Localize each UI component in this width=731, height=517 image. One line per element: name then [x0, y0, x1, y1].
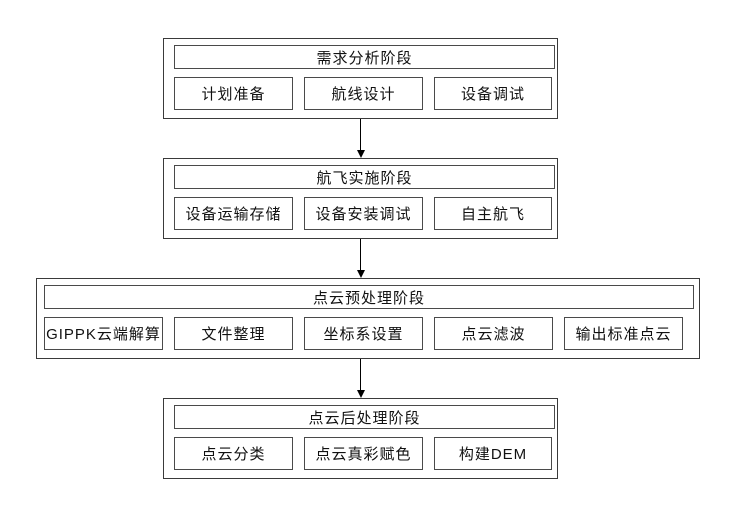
flow-arrow-down-icon: [353, 119, 368, 158]
step-equipment-installation-debugging: 设备安装调试: [304, 197, 423, 230]
step-gippk-cloud-solution: GIPPK云端解算: [44, 317, 163, 350]
stage-title-requirements-analysis: 需求分析阶段: [174, 45, 555, 69]
stage-flight-implementation: 航飞实施阶段 设备运输存储 设备安装调试 自主航飞: [163, 158, 558, 239]
step-equipment-debugging: 设备调试: [434, 77, 552, 110]
arrow-shaft: [359, 119, 362, 150]
step-autonomous-flight: 自主航飞: [434, 197, 552, 230]
flow-arrow-down-icon: [353, 239, 368, 278]
step-equipment-transport-storage: 设备运输存储: [174, 197, 293, 230]
step-point-cloud-classification: 点云分类: [174, 437, 293, 470]
stage-point-cloud-postprocessing: 点云后处理阶段 点云分类 点云真彩赋色 构建DEM: [163, 398, 558, 479]
step-output-standard-point-cloud: 输出标准点云: [564, 317, 683, 350]
arrow-shaft: [359, 239, 362, 270]
arrow-head: [356, 150, 365, 158]
stage-point-cloud-preprocessing: 点云预处理阶段 GIPPK云端解算 文件整理 坐标系设置 点云滤波 输出标准点云: [36, 278, 700, 359]
step-route-design: 航线设计: [304, 77, 423, 110]
step-point-cloud-true-color: 点云真彩赋色: [304, 437, 423, 470]
stage-title-point-cloud-preprocessing: 点云预处理阶段: [44, 285, 694, 309]
step-file-organization: 文件整理: [174, 317, 293, 350]
step-build-dem: 构建DEM: [434, 437, 552, 470]
arrow-shaft: [359, 359, 362, 390]
step-plan-preparation: 计划准备: [174, 77, 293, 110]
stage-title-flight-implementation: 航飞实施阶段: [174, 165, 555, 189]
flow-arrow-down-icon: [353, 359, 368, 398]
stage-requirements-analysis: 需求分析阶段 计划准备 航线设计 设备调试: [163, 38, 558, 119]
arrow-head: [356, 270, 365, 278]
arrow-head: [356, 390, 365, 398]
step-point-cloud-filtering: 点云滤波: [434, 317, 553, 350]
step-coordinate-system-setting: 坐标系设置: [304, 317, 423, 350]
stage-title-point-cloud-postprocessing: 点云后处理阶段: [174, 405, 555, 429]
